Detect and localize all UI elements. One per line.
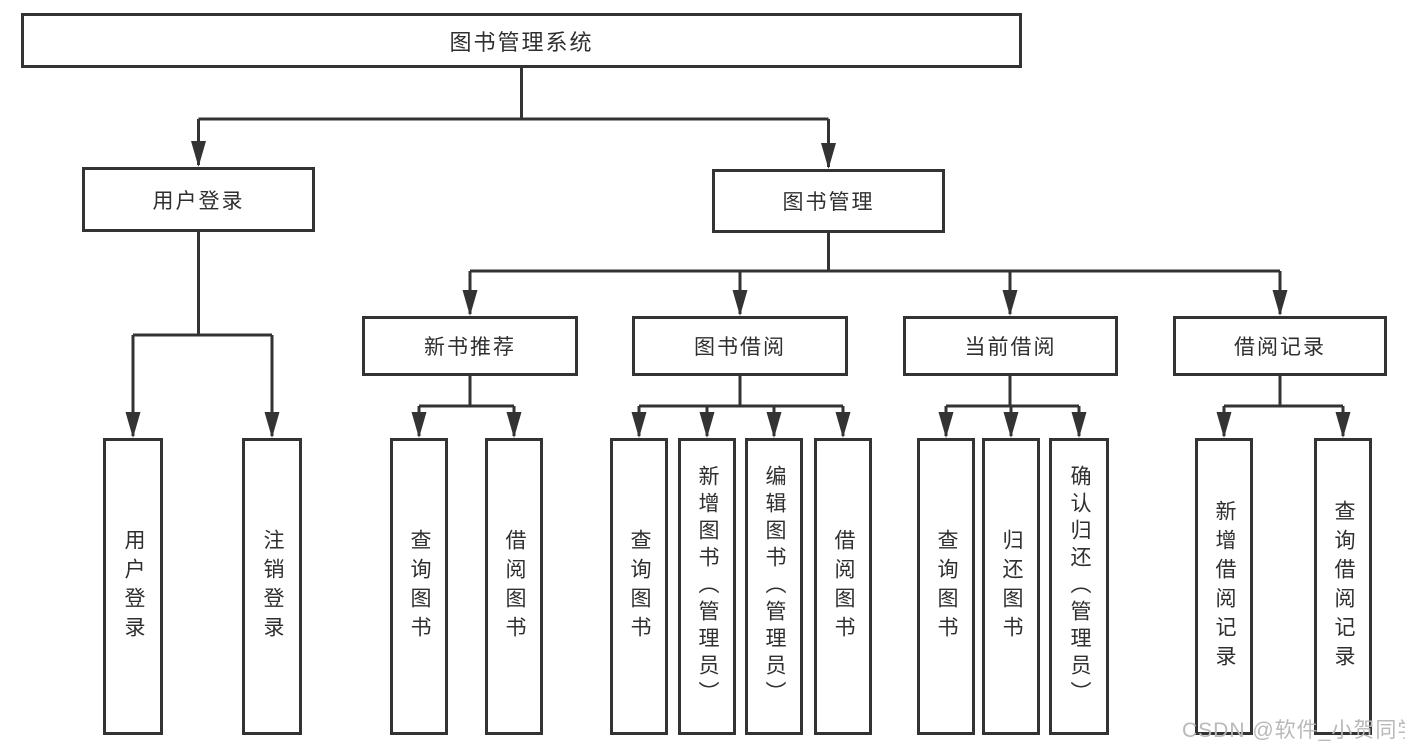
tree-edges <box>131 68 1345 436</box>
leaf-cb-return-books: 归还图书 <box>982 438 1040 735</box>
arrowheads <box>125 141 1351 438</box>
leaf-cb-confirm-return-admin: 确认归还（管理员） <box>1049 438 1109 735</box>
leaf-bb-query-books: 查询图书 <box>610 438 668 735</box>
node-library-management-system: 图书管理系统 <box>21 13 1022 68</box>
leaf-br-add-borrow-record: 新增借阅记录 <box>1195 438 1253 735</box>
node-borrow-records: 借阅记录 <box>1173 316 1387 376</box>
node-book-borrowing: 图书借阅 <box>632 316 848 376</box>
leaf-nbr-borrow-books: 借阅图书 <box>485 438 543 735</box>
node-new-book-recommend: 新书推荐 <box>362 316 578 376</box>
leaf-nbr-query-books: 查询图书 <box>390 438 448 735</box>
node-book-management: 图书管理 <box>712 169 945 233</box>
leaf-user-login: 用户登录 <box>103 438 163 735</box>
leaf-logout: 注销登录 <box>242 438 302 735</box>
csdn-watermark: CSDN @软件_小贺同学 <box>1182 719 1405 742</box>
leaf-cb-query-books: 查询图书 <box>917 438 975 735</box>
leaf-bb-add-books-admin: 新增图书（管理员） <box>678 438 736 735</box>
leaf-bb-edit-books-admin: 编辑图书（管理员） <box>745 438 803 735</box>
leaf-br-query-borrow-record: 查询借阅记录 <box>1314 438 1372 735</box>
leaf-bb-borrow-books: 借阅图书 <box>814 438 872 735</box>
node-current-borrowing: 当前借阅 <box>903 316 1118 376</box>
node-user-login: 用户登录 <box>82 167 315 232</box>
